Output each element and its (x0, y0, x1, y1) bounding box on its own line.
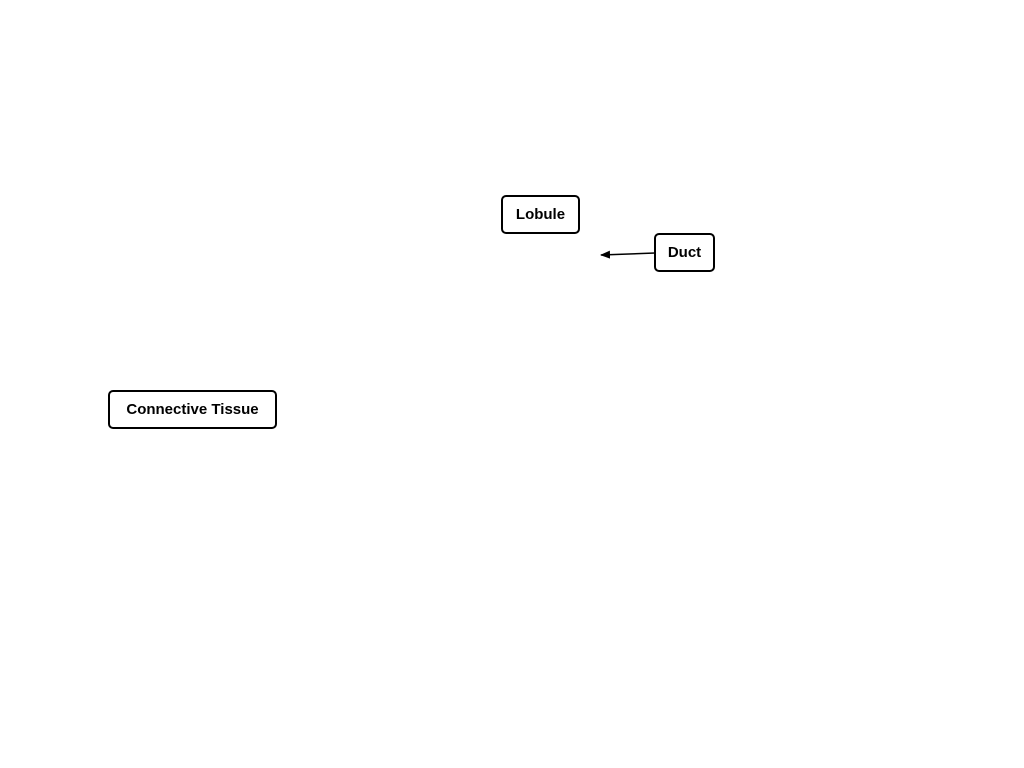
duct-pointer-arrow (600, 250, 656, 259)
label-lobule: Lobule (501, 195, 580, 234)
label-connective-tissue: Connective Tissue (108, 390, 277, 429)
label-lobule-text: Lobule (515, 206, 566, 223)
label-connective-tissue-text: Connective Tissue (126, 401, 259, 418)
label-duct: Duct (654, 233, 715, 272)
label-duct-text: Duct (667, 244, 702, 261)
